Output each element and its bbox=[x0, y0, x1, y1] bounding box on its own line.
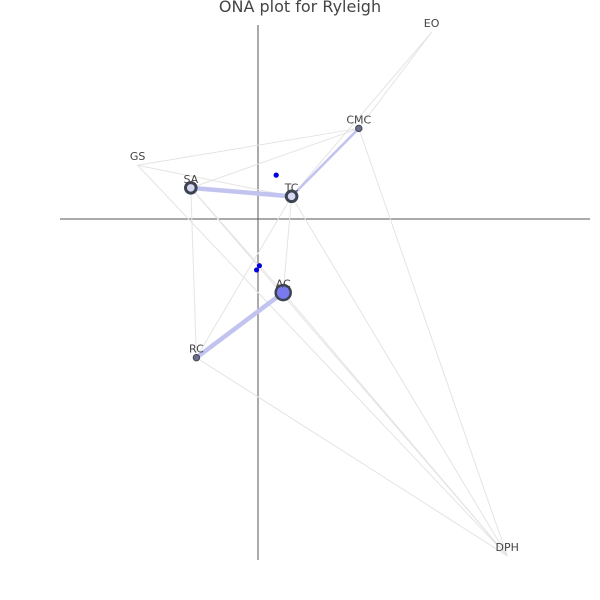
edge-tc-rc bbox=[195, 195, 293, 359]
edge-cmc-eo bbox=[358, 31, 433, 129]
centroid-point bbox=[254, 267, 260, 273]
node-label-cmc: CMC bbox=[346, 113, 371, 126]
edge-sa-tc bbox=[188, 185, 294, 199]
node-label-gs: GS bbox=[130, 150, 146, 163]
edge-tc-dph bbox=[291, 195, 508, 557]
edge-ac-dph bbox=[282, 292, 508, 557]
node-label-rc: RC bbox=[189, 343, 204, 356]
edges bbox=[137, 31, 508, 557]
node-labels: EO CMC GS SA TC AC RC DPH bbox=[130, 17, 519, 554]
node-label-ac: AC bbox=[276, 278, 291, 291]
edge-sa-cmc bbox=[190, 127, 360, 189]
node-label-eo: EO bbox=[424, 17, 440, 30]
node-label-sa: SA bbox=[183, 173, 198, 186]
centroids bbox=[254, 172, 279, 273]
centroid-point bbox=[273, 172, 279, 178]
axes bbox=[60, 25, 590, 560]
node-ac bbox=[274, 283, 292, 302]
edge-gs-tc bbox=[137, 164, 293, 197]
edge-gs-dph bbox=[137, 164, 508, 557]
node-rc bbox=[192, 353, 201, 362]
edge-tc-eo bbox=[291, 31, 433, 197]
centroid-point bbox=[256, 263, 262, 269]
chart-title: ONA plot for Ryleigh bbox=[218, 0, 382, 16]
edge-gs-cmc bbox=[137, 127, 360, 166]
edge-tc-cmc bbox=[290, 127, 361, 198]
node-label-tc: TC bbox=[284, 181, 299, 194]
edge-cmc-dph bbox=[358, 127, 508, 557]
edge-rc-dph bbox=[195, 357, 508, 557]
node-label-dph: DPH bbox=[496, 541, 519, 554]
nodes bbox=[184, 124, 363, 362]
node-tc bbox=[284, 189, 299, 204]
node-sa bbox=[184, 181, 198, 195]
edge-ac-rc bbox=[194, 290, 286, 360]
edge-tc-ac bbox=[282, 195, 293, 294]
node-cmc bbox=[355, 124, 363, 133]
edge-sa-rc bbox=[190, 187, 197, 359]
